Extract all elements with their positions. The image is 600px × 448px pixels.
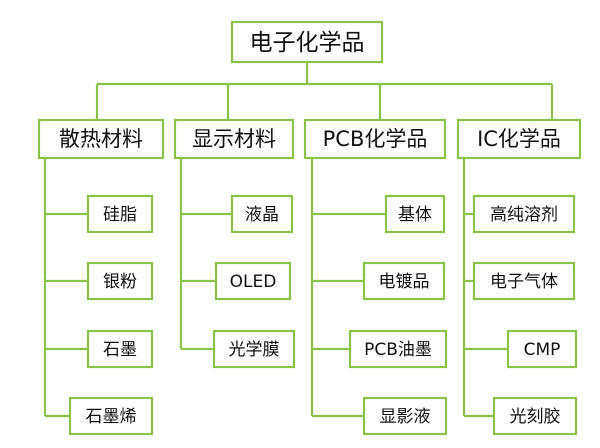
item-label: 基体 [398,205,432,225]
category-label-pcb: PCB化学品 [323,127,428,151]
item-node-box [362,261,446,301]
item-node-box [86,194,154,234]
item-node-box [492,396,578,436]
item-node-box [212,329,296,369]
item-label: 液晶 [245,205,279,225]
category-node-box [37,118,165,160]
item-label: 光学膜 [229,340,280,360]
item-label: 石墨 [103,340,137,360]
category-label-thermal: 散热材料 [59,127,143,151]
connector-lines [43,62,554,418]
category-label-ic: IC化学品 [477,127,561,151]
item-node-box [86,261,154,301]
item-label: 高纯溶剂 [490,205,558,225]
category-node-box [173,118,295,160]
item-node-box [214,261,292,301]
item-node-box [472,261,576,301]
item-node-box [68,396,154,436]
item-label: 电子气体 [490,272,558,292]
item-node-box [348,329,448,369]
item-label: 石墨烯 [86,407,137,427]
item-node-box [384,194,446,234]
item-node-box [86,329,154,369]
item-node-box [472,194,576,234]
item-node-box [506,329,578,369]
category-node-box [303,118,447,160]
root-node-box [230,20,384,64]
item-node-box [230,194,294,234]
item-label: 硅脂 [103,205,137,225]
root-node-label: 电子化学品 [250,30,365,56]
category-node-box [456,118,582,160]
item-label: PCB油墨 [364,340,432,360]
item-label: 显影液 [380,407,431,427]
item-label: CMP [524,340,561,360]
item-label: 银粉 [103,272,137,292]
category-label-display: 显示材料 [192,127,276,151]
item-label: OLED [230,272,277,292]
item-label: 电镀品 [379,272,430,292]
item-label: 光刻胶 [510,407,561,427]
item-node-box [362,396,448,436]
